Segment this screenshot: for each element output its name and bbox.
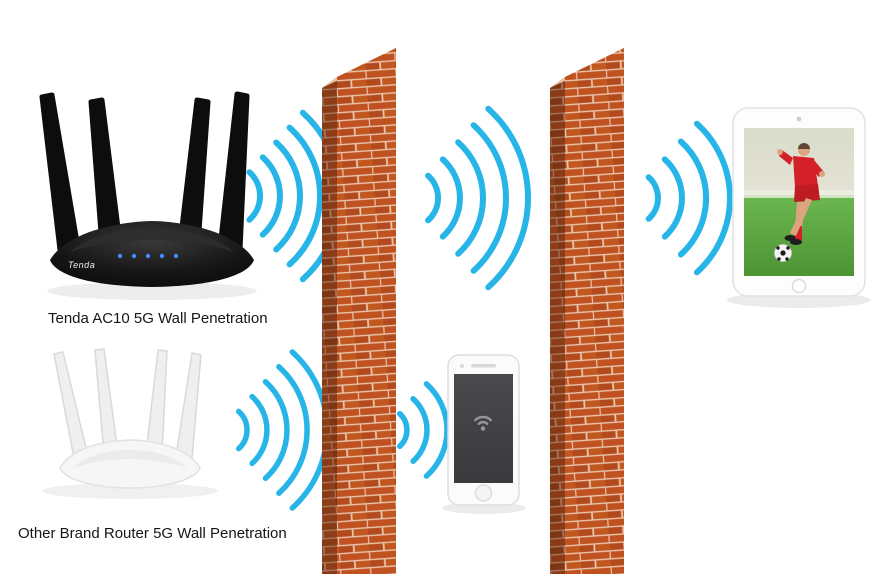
tenda-router-leds: [117, 253, 179, 259]
wifi-arc: [661, 156, 685, 240]
wifi-waves-strong-between-walls: [425, 105, 531, 291]
wifi-arc: [246, 169, 264, 223]
tablet: [732, 107, 866, 297]
wall-front-face: [337, 48, 396, 574]
antenna: [145, 349, 168, 455]
tenda-router-top-sheen: [70, 227, 234, 252]
wifi-waves-weak-after-wall1: [396, 381, 450, 479]
wall-side-face: [322, 77, 337, 574]
wifi-waves-weak-before-wall1: [235, 349, 330, 511]
other-router-shadow: [42, 483, 218, 499]
antenna: [39, 92, 81, 253]
brick-wall-1: [322, 48, 396, 574]
wifi-arc: [677, 138, 710, 258]
antenna: [94, 348, 119, 455]
tablet-camera-dot: [796, 116, 802, 122]
wifi-arc: [273, 139, 304, 253]
wall-front-face: [565, 48, 624, 574]
antenna: [175, 352, 202, 459]
wall-side-face: [550, 77, 565, 574]
brick-wall-2: [550, 48, 624, 574]
tenda-logo-text: Tenda: [68, 260, 95, 270]
antenna: [53, 351, 89, 459]
wifi-arc: [455, 139, 486, 257]
other-router-body: [59, 439, 201, 489]
wifi-arc: [276, 364, 310, 496]
tenda-router-label: Tenda AC10 5G Wall Penetration: [48, 310, 268, 327]
wifi-icon: [474, 415, 492, 431]
wifi-arc: [439, 156, 463, 240]
other-router-label: Other Brand Router 5G Wall Penetration: [18, 525, 287, 542]
soccer-ball: [774, 244, 792, 262]
wifi-arc: [262, 378, 290, 482]
wifi-arc: [259, 154, 283, 238]
wifi-arc: [286, 124, 324, 268]
wifi-arc: [645, 174, 661, 222]
phone-earpiece: [471, 364, 496, 368]
wifi-arc: [425, 172, 442, 224]
wifi-arc: [485, 105, 531, 291]
wifi-waves-strong-after-wall2: [645, 120, 733, 276]
smartphone: [447, 354, 520, 506]
wifi-arc: [235, 408, 250, 452]
wifi-arc: [396, 410, 410, 450]
phone-home-button: [474, 484, 493, 502]
wifi-waves-strong-before-wall1: [246, 109, 343, 283]
soccer-player: [777, 143, 825, 245]
wifi-arc: [693, 120, 733, 276]
wifi-arc: [470, 122, 509, 274]
tablet-home-button: [791, 278, 807, 294]
antenna: [217, 91, 250, 253]
wifi-arc: [410, 396, 430, 464]
tenda-router: Tenda: [39, 91, 254, 287]
other-brand-router: [53, 348, 202, 489]
other-router-antennas: [53, 348, 202, 459]
wifi-arc: [423, 381, 450, 479]
tenda-router-shadow: [47, 282, 257, 300]
phone-camera-dot: [460, 364, 464, 368]
antenna: [88, 97, 123, 249]
tablet-screen-photo: [744, 128, 854, 276]
other-router-top-sheen: [72, 450, 188, 468]
wifi-arc: [249, 393, 270, 467]
